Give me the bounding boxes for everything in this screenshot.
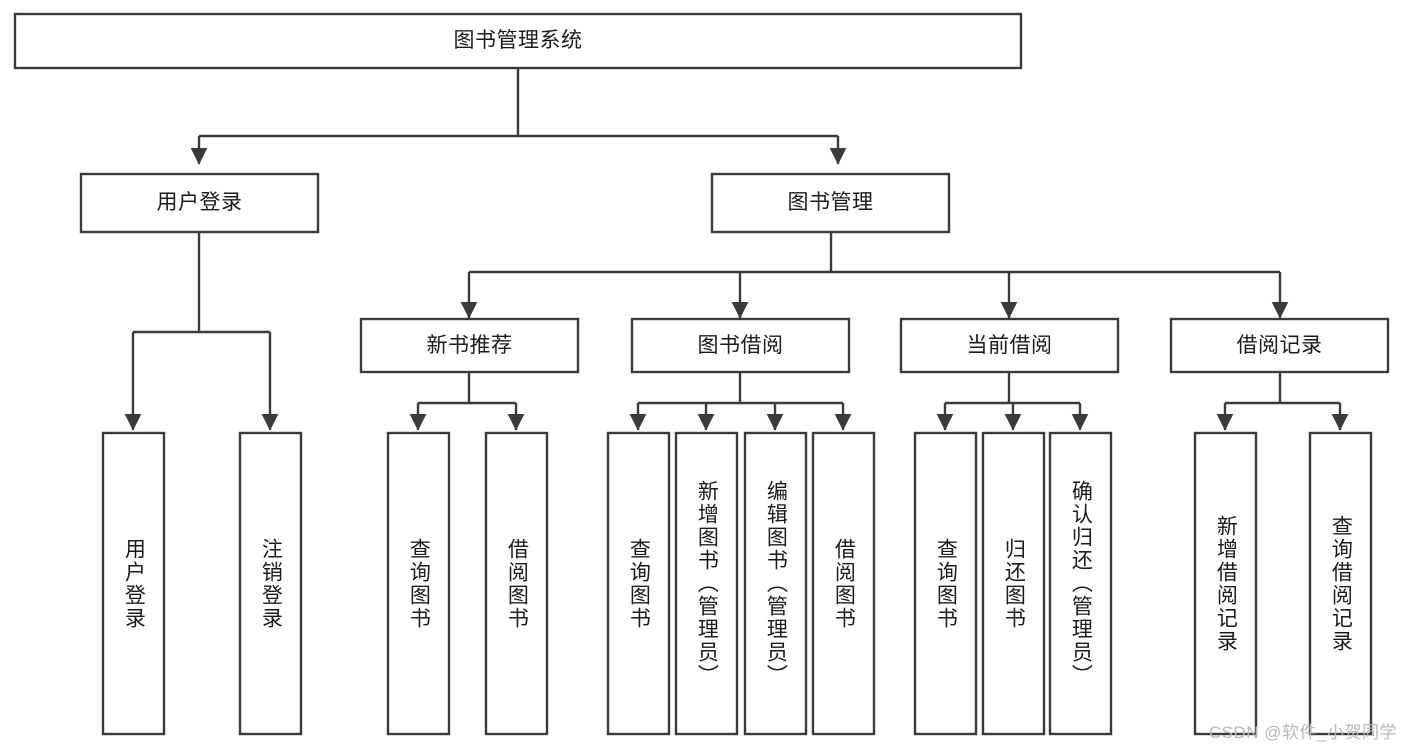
node-box-leaf-confirm-return[interactable] — [1048, 431, 1113, 736]
node-box-current-borrow[interactable] — [899, 317, 1120, 374]
node-box-new-book-recommend[interactable] — [359, 317, 580, 374]
node-box-leaf-edit-book[interactable] — [743, 431, 808, 736]
node-box-leaf-query-record[interactable] — [1308, 431, 1373, 736]
node-box-leaf-borrow-book-1[interactable] — [484, 431, 549, 736]
node-box-leaf-user-logout[interactable] — [238, 431, 303, 736]
node-box-leaf-add-book[interactable] — [674, 431, 739, 736]
node-box-user-login[interactable] — [79, 172, 320, 234]
node-box-leaf-user-login[interactable] — [101, 431, 166, 736]
node-box-book-borrow[interactable] — [630, 317, 851, 374]
node-box-leaf-borrow-book-2[interactable] — [811, 431, 876, 736]
node-box-book-manage[interactable] — [710, 172, 951, 234]
node-box-leaf-query-book-2[interactable] — [606, 431, 671, 736]
node-box-borrow-record[interactable] — [1169, 317, 1390, 374]
node-box-leaf-return-book[interactable] — [981, 431, 1046, 736]
node-box-leaf-add-record[interactable] — [1193, 431, 1258, 736]
node-box-leaf-query-book-3[interactable] — [913, 431, 978, 736]
node-box-leaf-query-book-1[interactable] — [386, 431, 451, 736]
node-box-root[interactable] — [13, 12, 1023, 70]
